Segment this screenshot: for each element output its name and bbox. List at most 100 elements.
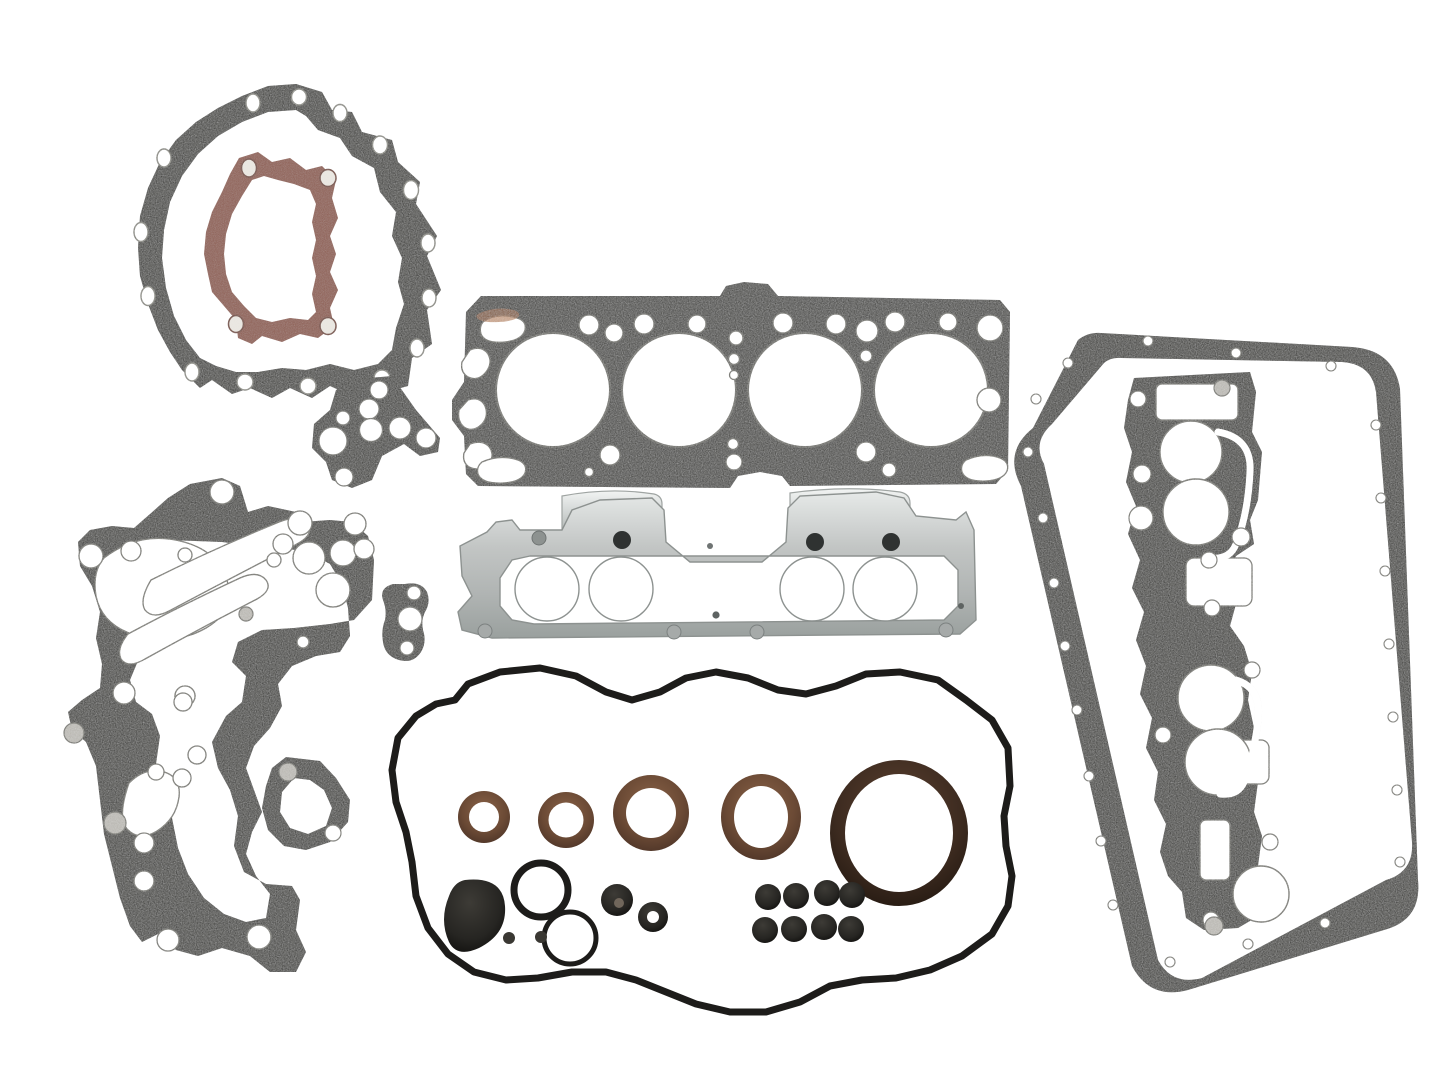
intake-port-2 [1162, 478, 1230, 546]
oil-pump-inlet-ports [397, 585, 423, 656]
coolant-port [583, 466, 595, 478]
coolant-port [687, 314, 707, 334]
coolant-port [855, 319, 879, 343]
pin-hole [707, 543, 713, 549]
bolt-hole [324, 824, 342, 842]
water-pump-bolt-holes [227, 158, 337, 336]
bolt-hole [1095, 835, 1107, 847]
seal-o-ring-large-2 [541, 909, 599, 967]
part-transmission-cover-gasket [133, 84, 441, 398]
part-seal-kit [444, 760, 968, 967]
seal-washer [638, 902, 668, 932]
coolant-slot-bottom-right [960, 454, 1009, 482]
bolt-hole [156, 928, 180, 952]
port [296, 635, 310, 649]
bolt-hole [227, 314, 245, 334]
coolant-slot-left-a [460, 347, 491, 380]
port [187, 745, 207, 765]
port [329, 539, 357, 567]
eyelet-bolt-hole [1204, 916, 1224, 936]
valve-stem-seal [755, 884, 781, 910]
bolt-hole [1030, 393, 1042, 405]
seal-o-ring-large [510, 859, 572, 921]
seal-grommet-plug [601, 884, 633, 916]
coolant-slot-bottom-left [476, 456, 527, 484]
bolt-hole [1230, 347, 1242, 359]
coolant-port [599, 444, 621, 466]
seal-crankshaft-rear-main [830, 760, 968, 906]
bolt-hole [1242, 938, 1254, 950]
pin-hole [958, 603, 964, 609]
bolt-hole [299, 377, 317, 395]
exhaust-port-2 [588, 556, 654, 622]
coolant-port [884, 311, 906, 333]
bolt-hole [236, 373, 254, 391]
timing-cover-bolt-holes [78, 479, 375, 952]
bolt-hole [1391, 784, 1403, 796]
bolt-hole [1387, 711, 1399, 723]
coolant-port [772, 312, 794, 334]
bolt-hole [1261, 833, 1279, 851]
valve-stem-seal [783, 883, 809, 909]
intake-port-1 [1159, 420, 1223, 484]
part-water-inlet-pipe-gasket [262, 757, 350, 850]
port [388, 416, 412, 440]
bolt-hole [173, 692, 193, 712]
timing-cover-cutouts [94, 517, 357, 837]
head-gasket-ports [457, 311, 1009, 484]
port [147, 763, 165, 781]
bolt-hole [1231, 527, 1251, 547]
part-thermostat-housing-gasket [312, 376, 440, 488]
exhaust-manifold-gasket-body [457, 491, 977, 639]
port [177, 547, 193, 563]
bolt-hole [1048, 577, 1060, 589]
coolant-slot-bottom [1199, 819, 1231, 881]
eyelet-bolt-hole [103, 811, 127, 835]
coolant-port [859, 349, 873, 363]
intake-gasket-runner-ports [1159, 420, 1290, 923]
exhaust-port-4 [852, 556, 918, 622]
bolt-hole [1132, 464, 1152, 484]
bolt-hole [240, 158, 258, 178]
bolt-hole [1370, 419, 1382, 431]
bolt-hole [78, 543, 104, 569]
bolt-hole [319, 316, 337, 336]
bolt-hole [120, 540, 142, 562]
bolt-hole [1379, 565, 1391, 577]
eyelet-bolt-hole [238, 606, 254, 622]
bolt-hole [406, 585, 422, 601]
eyelet-bolt-hole [63, 722, 85, 744]
bolt-hole [1037, 512, 1049, 524]
seal-crankshaft-mid [721, 774, 801, 860]
oil-gallery-slot-upper [142, 517, 311, 616]
port [292, 541, 326, 575]
bolt-hole [1243, 661, 1261, 679]
bolt-hole [976, 314, 1004, 342]
bolt-hole [613, 531, 631, 549]
oil-pan-gasket-body [1014, 332, 1419, 993]
bolt-hole [1083, 770, 1095, 782]
seal-half-moon-plug [444, 879, 506, 952]
valve-stem-seal [839, 882, 865, 908]
bolt-hole [409, 338, 425, 358]
port [369, 380, 389, 400]
bolt-hole [1383, 638, 1395, 650]
exhaust-gasket-bolt-holes [477, 530, 964, 640]
valve-stem-seals [752, 880, 865, 943]
timing-cover-eyelets [63, 606, 254, 835]
exhaust-port-3 [779, 556, 845, 622]
seal-camshaft-small [458, 791, 510, 843]
bolt-hole [1142, 335, 1154, 347]
intake-port-3 [1177, 664, 1245, 732]
bolt-hole [140, 285, 156, 307]
bolt-hole [290, 88, 308, 106]
bolt-hole [133, 832, 155, 854]
coolant-slot-mid [1185, 557, 1253, 607]
coolant-port [726, 437, 740, 451]
bolt-hole [1164, 956, 1176, 968]
part-intake-manifold-gasket [1124, 372, 1290, 936]
bolt-hole [1375, 492, 1387, 504]
part-timing-cover-gasket [63, 478, 375, 972]
